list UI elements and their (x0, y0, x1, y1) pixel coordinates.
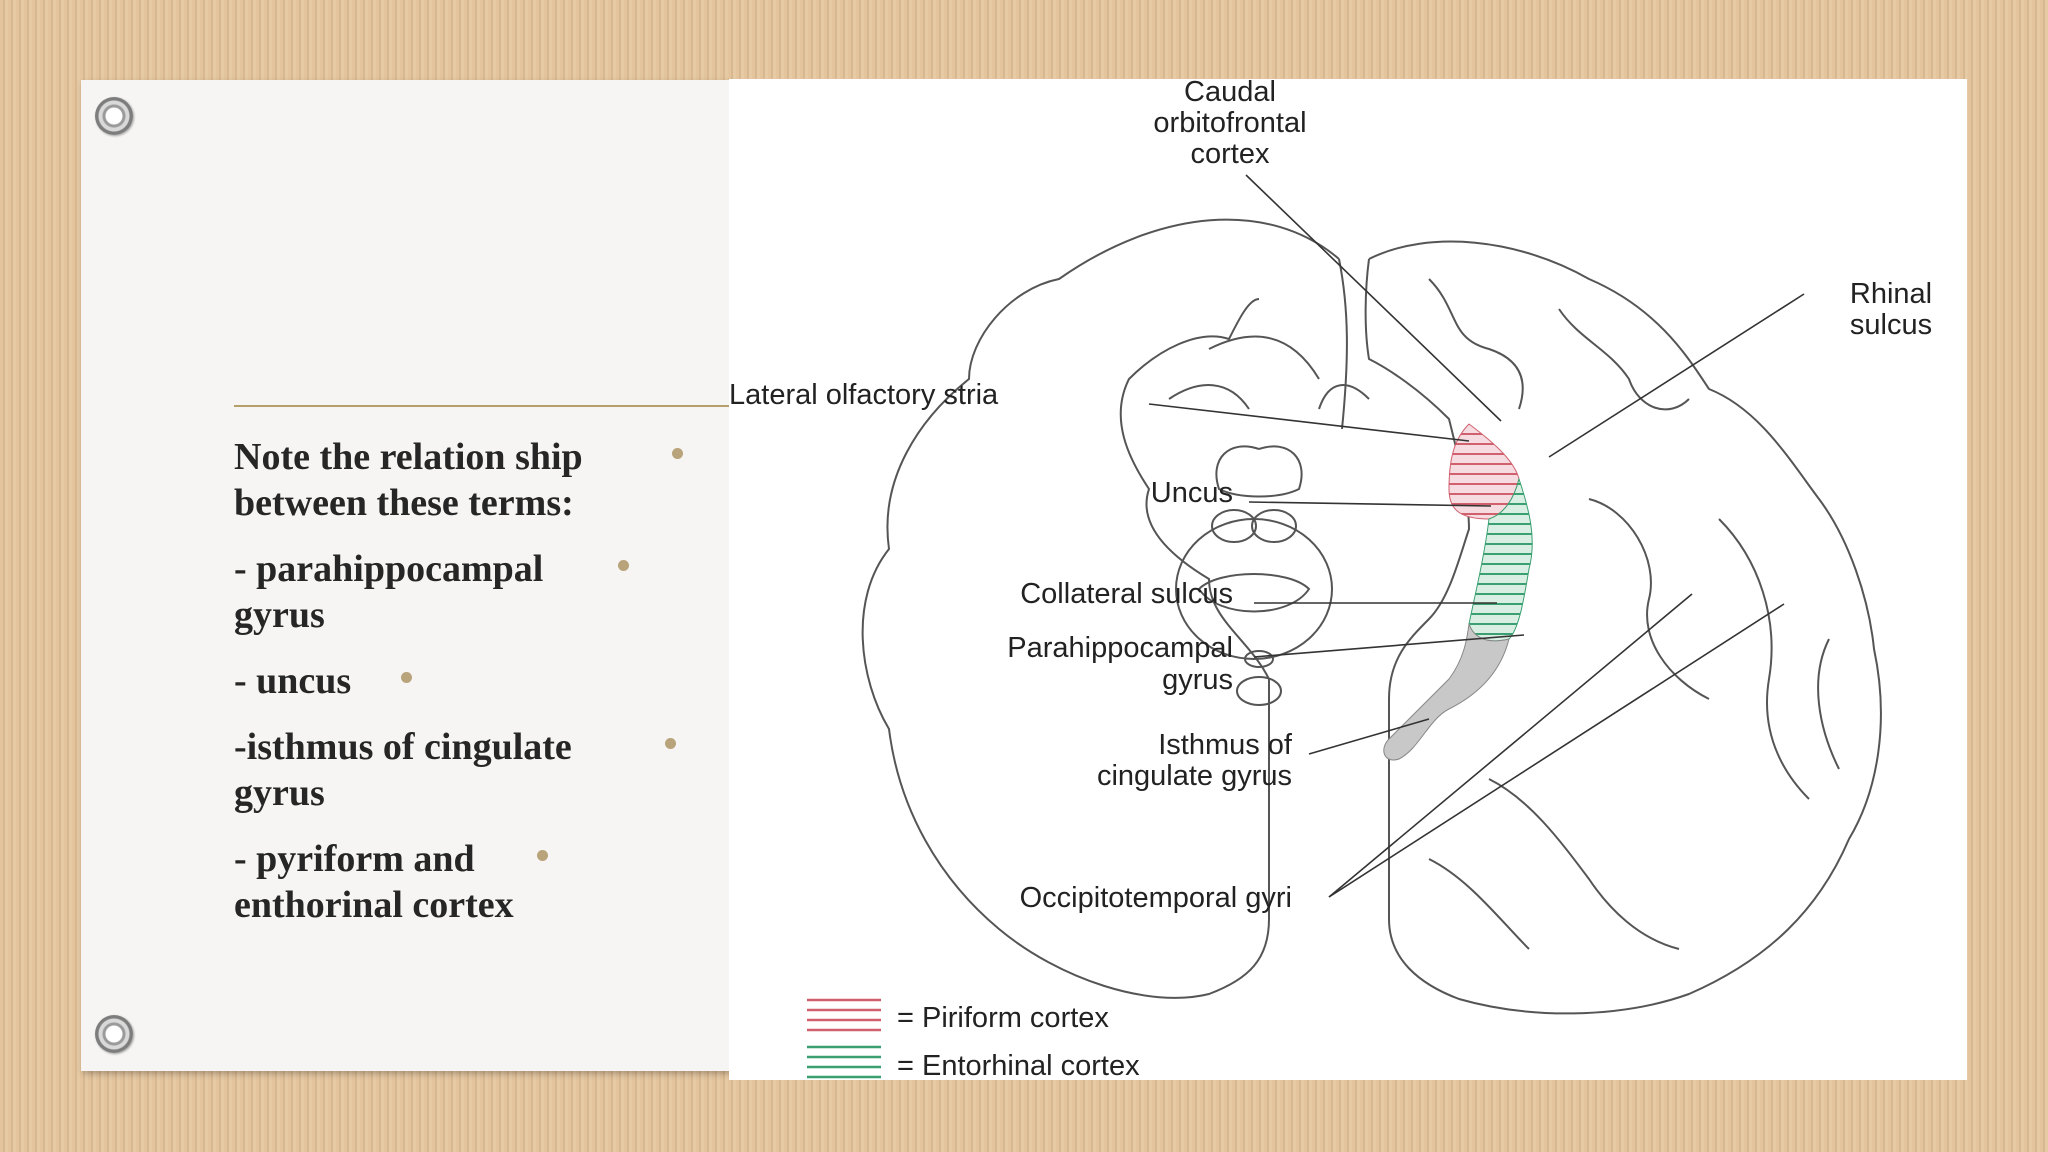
bullet-dot-icon (618, 560, 629, 571)
bullet-dot-icon (401, 672, 412, 683)
bullet-line: gyrus (234, 772, 325, 814)
bullet-item: -isthmus of cingulate gyrus (234, 724, 694, 816)
legend-swatch-piriform (807, 998, 881, 1032)
bullet-item: - uncus (234, 658, 694, 704)
label-occipitotemporal-gyri: Occipitotemporal gyri (1020, 882, 1292, 914)
label-caudal-2: orbitofrontal (1153, 107, 1306, 139)
bullet-line: gyrus (234, 594, 325, 636)
bullet-line: - pyriform and (234, 838, 475, 880)
leader-lines (1148, 174, 1805, 898)
cortex-regions (1383, 423, 1533, 761)
label-collateral-sulcus: Collateral sulcus (1020, 578, 1233, 610)
legend-swatch-entorhinal (807, 1045, 881, 1079)
label-uncus: Uncus (1151, 477, 1233, 509)
label-isthmus-2: cingulate gyrus (1097, 760, 1292, 792)
label-caudal-3: cortex (1191, 138, 1270, 170)
label-parahippocampal-1: Parahippocampal (1007, 632, 1233, 664)
bullet-list: Note the relation ship between these ter… (234, 434, 694, 948)
parahippocampal-gyrus (1383, 623, 1510, 761)
bullet-dot-icon (665, 738, 676, 749)
bullet-line: Note the relation ship (234, 436, 583, 478)
label-lateral-olfactory-stria: Lateral olfactory stria (729, 379, 999, 411)
figure-labels: Caudal orbitofrontal cortex Rhinal sulcu… (729, 79, 1932, 914)
brain-outline (861, 218, 1882, 1015)
bullet-line: between these terms: (234, 482, 574, 524)
bullet-dot-icon (537, 850, 548, 861)
bullet-item: Note the relation ship between these ter… (234, 434, 694, 526)
bullet-line: - parahippocampal (234, 548, 544, 590)
legend-piriform-label: = Piriform cortex (897, 1002, 1109, 1034)
label-caudal-1: Caudal (1184, 79, 1276, 108)
bullet-line: - uncus (234, 660, 352, 702)
label-rhinal-2: sulcus (1850, 309, 1932, 341)
label-isthmus-1: Isthmus of (1158, 729, 1293, 761)
bullet-line: -isthmus of cingulate (234, 726, 572, 768)
label-parahippocampal-2: gyrus (1162, 664, 1233, 696)
legend-entorhinal-label: = Entorhinal cortex (897, 1050, 1140, 1080)
title-divider (234, 405, 730, 407)
bullet-line: enthorinal cortex (234, 884, 514, 926)
label-rhinal-1: Rhinal (1850, 278, 1932, 310)
rivet-icon (95, 97, 133, 135)
rivet-icon (95, 1015, 133, 1053)
legend: = Piriform cortex = Entorhinal cortex (807, 998, 1140, 1080)
bullet-item: - pyriform and enthorinal cortex (234, 836, 694, 928)
bullet-item: - parahippocampal gyrus (234, 546, 694, 638)
brain-diagram: Caudal orbitofrontal cortex Rhinal sulcu… (729, 79, 1967, 1080)
slide-panel (81, 80, 731, 1071)
bullet-dot-icon (672, 448, 683, 459)
